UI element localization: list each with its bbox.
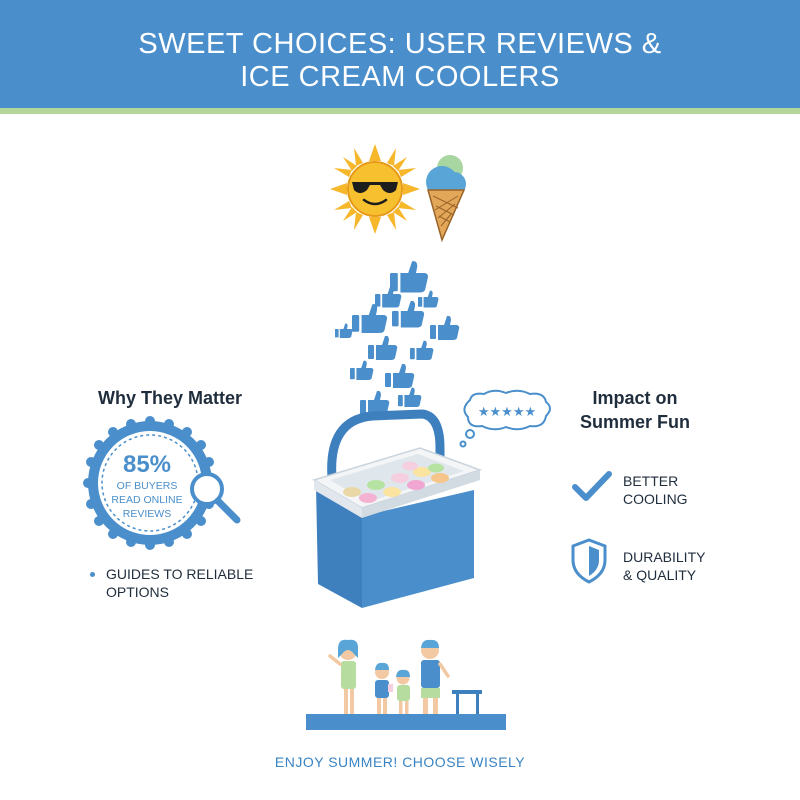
- badge-line-3: REVIEWS: [123, 508, 171, 520]
- thumbs-up-icon: [398, 387, 422, 407]
- title-line-2: ICE CREAM COOLERS: [240, 61, 560, 93]
- bullet-line-2: OPTIONS: [106, 584, 170, 600]
- badge-line-1: OF BUYERS: [117, 480, 178, 492]
- ice-cream-cone-icon: [426, 155, 466, 243]
- thumbs-up-icon: [350, 360, 374, 380]
- title-line-1: SWEET CHOICES: USER REVIEWS &: [138, 28, 662, 60]
- cooler-illustration: [312, 409, 483, 608]
- thumbs-up-icon: [368, 335, 398, 360]
- thumbs-up-icon: [335, 323, 353, 338]
- thumbs-up-icon: [430, 315, 460, 340]
- feature-2-line-2: & QUALITY: [623, 567, 697, 583]
- family-member-mom: [328, 639, 359, 714]
- impact-heading: Impact on Summer Fun: [560, 386, 710, 434]
- feature-1-line-1: BETTER: [623, 473, 679, 489]
- thumbs-up-icon: [390, 261, 429, 293]
- family-illustration: [306, 639, 506, 730]
- bullet-line-1: GUIDES TO RELIABLE: [106, 566, 254, 582]
- impact-heading-line-2: Summer Fun: [579, 412, 690, 432]
- family-member-child: [396, 669, 410, 714]
- why-they-matter-heading: Why They Matter: [97, 388, 243, 408]
- badge-line-2: READ ONLINE: [111, 494, 182, 506]
- family-member-dad: [421, 639, 450, 714]
- shield-icon: [571, 538, 607, 584]
- feature-1-line-2: COOLING: [623, 491, 688, 507]
- thumbs-up-icon: [352, 304, 388, 333]
- sun-icon: [330, 144, 420, 234]
- bullet-guides: GUIDES TO RELIABLE OPTIONS: [106, 565, 276, 601]
- thumbs-up-icon: [410, 340, 434, 360]
- checkmark-icon: [572, 471, 612, 501]
- thumbs-up-icon: [418, 290, 439, 308]
- statistic-badge: 85% OF BUYERS READ ONLINE REVIEWS: [83, 416, 241, 550]
- footer-tagline: ENJOY SUMMER! CHOOSE WISELY: [274, 754, 526, 770]
- magnifier-icon: [190, 472, 241, 524]
- speech-bubble-icon: ★★★★★: [459, 389, 551, 448]
- feature-better-cooling: BETTER COOLING: [623, 472, 773, 508]
- feature-2-line-1: DURABILITY: [623, 549, 706, 565]
- rating-stars: ★★★★★: [478, 405, 536, 420]
- impact-heading-line-1: Impact on: [592, 388, 678, 408]
- bullet-dot: [90, 572, 95, 577]
- family-member-child: [375, 662, 393, 714]
- feature-durability-quality: DURABILITY & QUALITY: [623, 548, 773, 584]
- page-title: SWEET CHOICES: USER REVIEWS & ICE CREAM …: [0, 28, 800, 94]
- badge-percent: 85%: [123, 451, 171, 478]
- header-banner: SWEET CHOICES: USER REVIEWS & ICE CREAM …: [0, 0, 800, 114]
- thumbs-up-icon: [385, 363, 415, 388]
